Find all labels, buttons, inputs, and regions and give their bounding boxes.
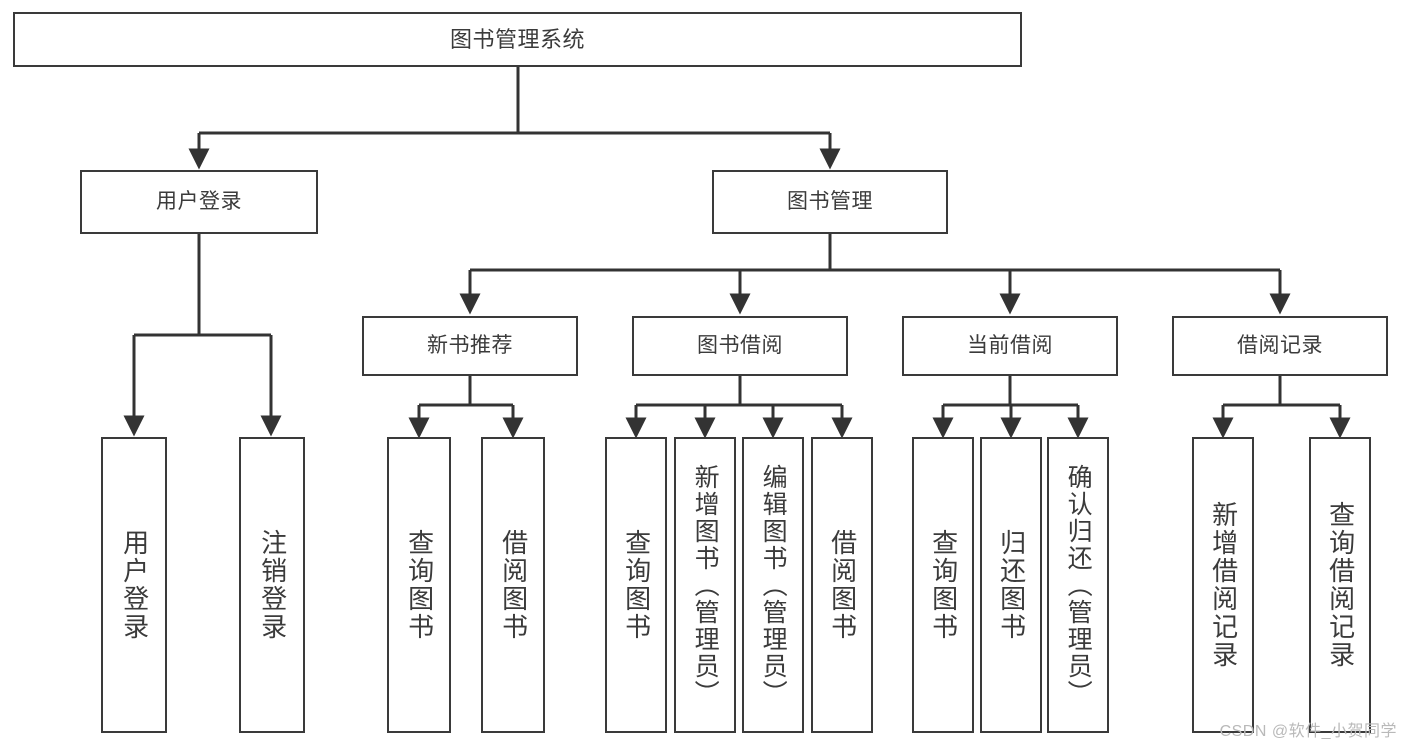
node-label: 查询图书 [621,529,652,641]
node-user-login[interactable]: 用户登录 [80,170,318,234]
node-book-management[interactable]: 图书管理 [712,170,948,234]
node-label: 图书借阅 [697,333,783,357]
node-current-borrow[interactable]: 当前借阅 [902,316,1118,376]
node-new-book-recommend[interactable]: 新书推荐 [362,316,578,376]
node-leaf-query-book-borrow[interactable]: 查询图书 [605,437,667,733]
node-leaf-query-borrow-record[interactable]: 查询借阅记录 [1309,437,1371,733]
node-label: 查询图书 [404,529,435,641]
node-label: 借阅记录 [1237,333,1323,357]
node-label: 图书管理 [787,189,873,213]
node-label: 借阅图书 [827,529,858,641]
node-leaf-borrow-book-recommend[interactable]: 借阅图书 [481,437,545,733]
node-label: 当前借阅 [967,333,1053,357]
node-leaf-logout[interactable]: 注销登录 [239,437,305,733]
node-leaf-confirm-return-admin[interactable]: 确认归还（管理员） [1047,437,1109,733]
csdn-watermark: CSDN @软件_小贺同学 [1219,723,1397,740]
node-book-management-system[interactable]: 图书管理系统 [13,12,1022,67]
node-label: 归还图书 [996,529,1027,641]
node-label: 编辑图书（管理员） [759,463,788,707]
node-leaf-query-book-current[interactable]: 查询图书 [912,437,974,733]
node-leaf-add-book-admin[interactable]: 新增图书（管理员） [674,437,736,733]
node-label: 注销登录 [257,529,288,641]
node-book-borrow[interactable]: 图书借阅 [632,316,848,376]
node-leaf-query-book-recommend[interactable]: 查询图书 [387,437,451,733]
node-label: 借阅图书 [498,529,529,641]
node-leaf-add-borrow-record[interactable]: 新增借阅记录 [1192,437,1254,733]
node-label: 用户登录 [119,529,150,641]
node-label: 图书管理系统 [449,26,585,52]
node-label: 新书推荐 [427,333,513,357]
node-leaf-user-login[interactable]: 用户登录 [101,437,167,733]
node-label: 用户登录 [156,189,242,213]
node-label: 新增借阅记录 [1208,501,1239,669]
node-borrow-record[interactable]: 借阅记录 [1172,316,1388,376]
node-leaf-return-book[interactable]: 归还图书 [980,437,1042,733]
node-label: 确认归还（管理员） [1064,463,1093,707]
node-leaf-borrow-book[interactable]: 借阅图书 [811,437,873,733]
node-label: 查询图书 [928,529,959,641]
node-label: 新增图书（管理员） [691,463,720,707]
node-leaf-edit-book-admin[interactable]: 编辑图书（管理员） [742,437,804,733]
node-label: 查询借阅记录 [1325,501,1356,669]
